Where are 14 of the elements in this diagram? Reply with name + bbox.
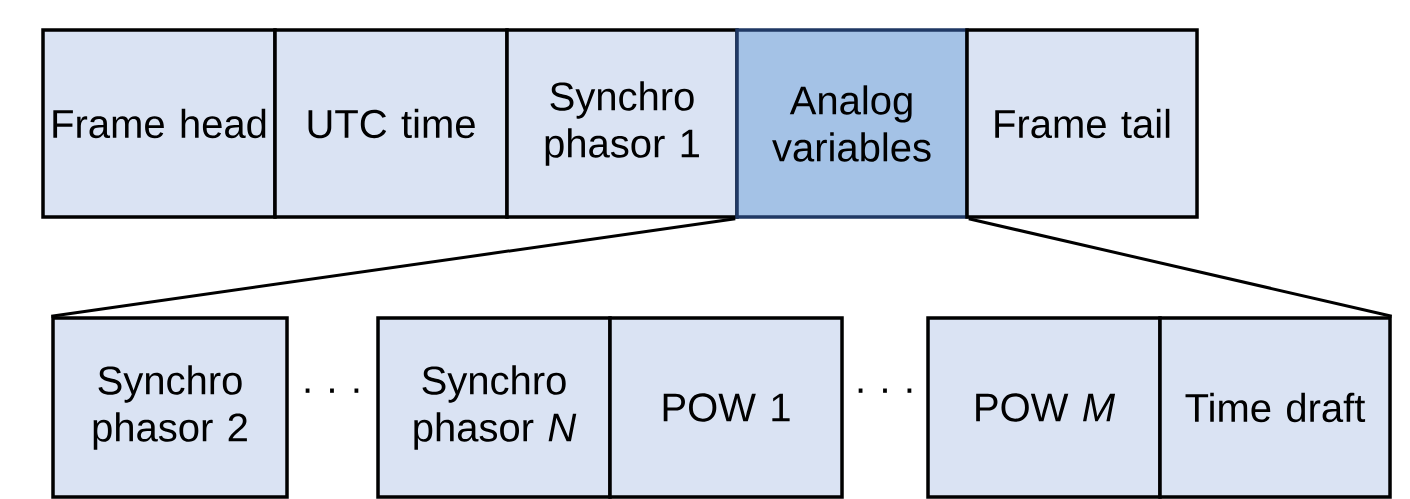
field-cell: Frame tail bbox=[965, 28, 1199, 219]
field-cell: POW M bbox=[926, 316, 1162, 499]
field-cell: POW 1 bbox=[608, 316, 844, 499]
ellipsis: · · · bbox=[858, 388, 912, 393]
ellipsis: · · · bbox=[305, 388, 359, 393]
field-cell: Time draft bbox=[1158, 316, 1392, 499]
field-cell: Analog variables bbox=[735, 28, 969, 219]
zoom-line bbox=[968, 217, 1393, 318]
field-cell: UTC time bbox=[273, 28, 509, 219]
field-cell: Synchro phasor 1 bbox=[505, 28, 739, 219]
field-cell: Synchro phasor 2 bbox=[51, 316, 289, 499]
zoom-line bbox=[51, 217, 736, 318]
field-cell: Synchro phasor N bbox=[376, 316, 612, 499]
field-cell: Frame head bbox=[41, 28, 277, 219]
